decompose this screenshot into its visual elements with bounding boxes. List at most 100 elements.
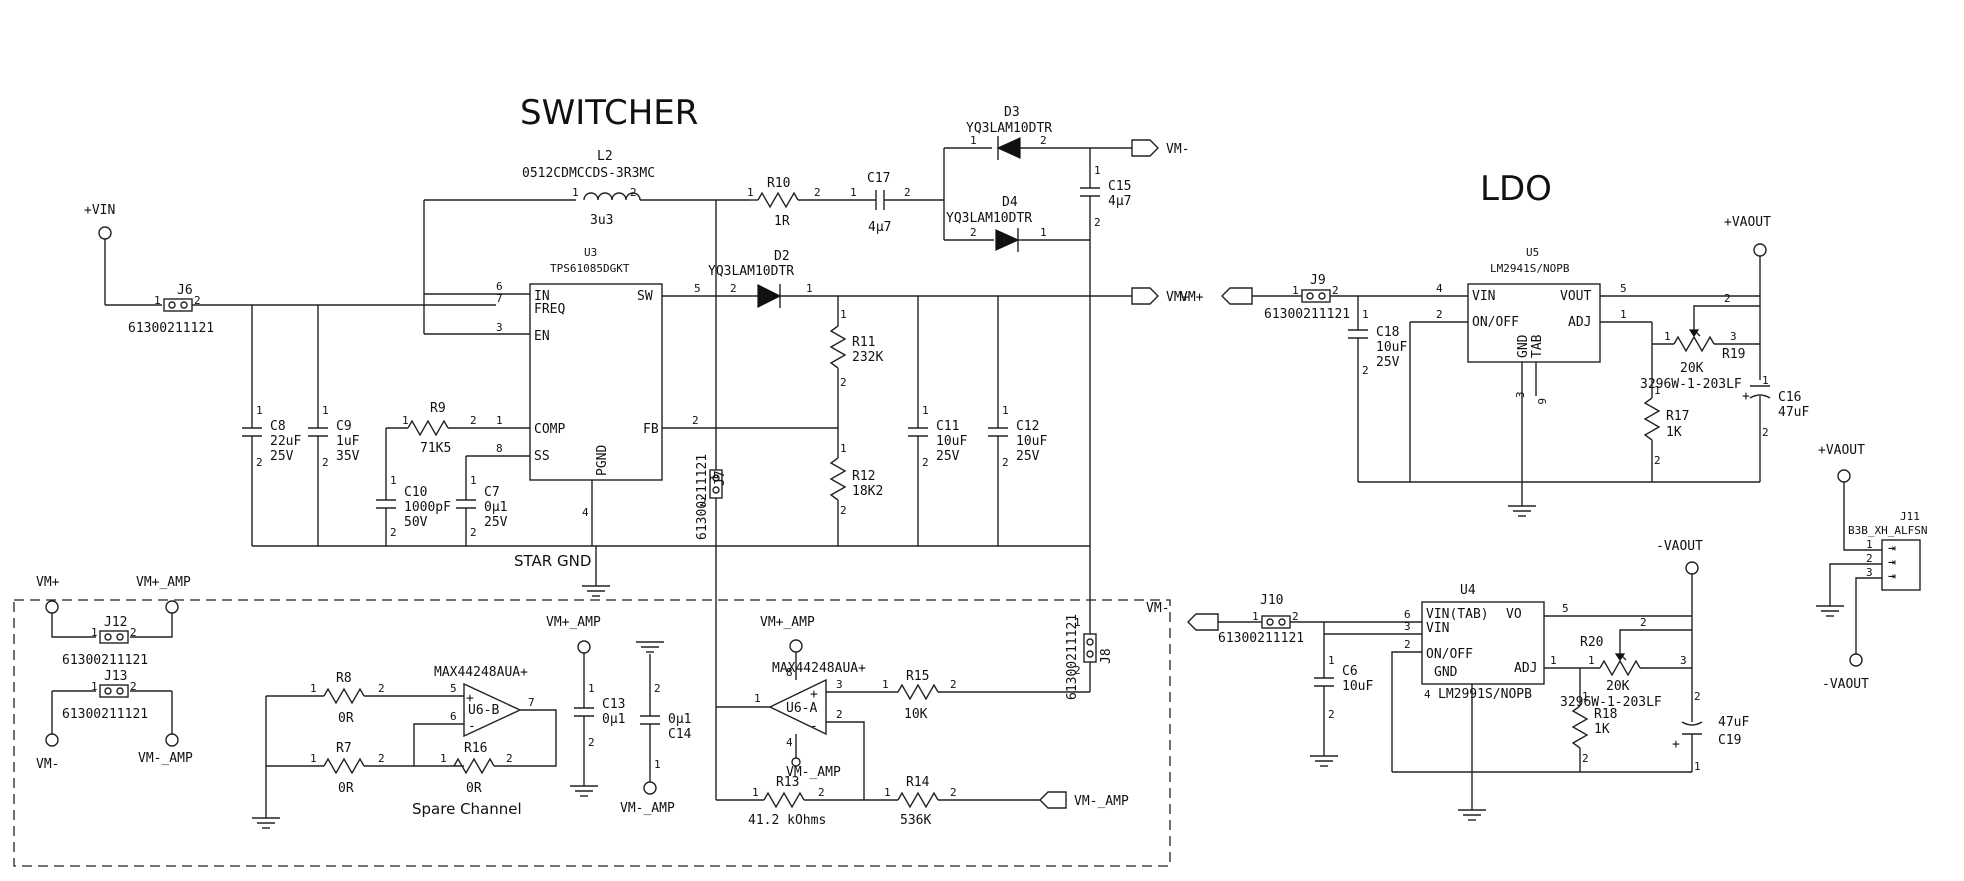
svg-text:5: 5 <box>1562 602 1569 615</box>
svg-text:2: 2 <box>818 786 825 799</box>
svg-text:3: 3 <box>1730 330 1737 343</box>
svg-text:7: 7 <box>528 696 535 709</box>
svg-text:2: 2 <box>950 678 957 691</box>
svg-text:2: 2 <box>1866 552 1873 565</box>
svg-text:2: 2 <box>1724 292 1731 305</box>
c8-voltage: 25V <box>270 449 294 464</box>
c18-voltage: 25V <box>1376 355 1400 370</box>
u4-pin-vo: VO <box>1506 607 1522 622</box>
vaout-pos-1-label: +VAOUT <box>1724 215 1771 230</box>
svg-text:1: 1 <box>922 404 929 417</box>
u4-pin-onoff: ON/OFF <box>1426 647 1473 662</box>
u5-pin-adj: ADJ <box>1568 315 1591 330</box>
svg-text:2: 2 <box>588 736 595 749</box>
capacitor-c16: + 12 C16 47uF <box>1742 374 1809 439</box>
c7-voltage: 25V <box>484 515 508 530</box>
svg-text:1: 1 <box>440 752 447 765</box>
svg-text:1: 1 <box>1620 308 1627 321</box>
c19-ref: C19 <box>1718 733 1741 748</box>
svg-text:2: 2 <box>506 752 513 765</box>
c13-value: 0µ1 <box>602 712 625 727</box>
svg-text:3: 3 <box>496 321 503 334</box>
r15-ref: R15 <box>906 669 929 684</box>
r17-value: 1K <box>1666 425 1682 440</box>
c6-value: 10uF <box>1342 679 1373 694</box>
svg-text:2: 2 <box>1040 134 1047 147</box>
svg-text:2: 2 <box>814 186 821 199</box>
ground-spare <box>252 817 280 829</box>
svg-text:+: + <box>466 691 474 706</box>
u6b-ref: U6-B <box>468 703 499 718</box>
u3-pin-en: EN <box>534 329 550 344</box>
svg-text:1: 1 <box>1762 374 1769 387</box>
svg-text:1: 1 <box>310 682 317 695</box>
svg-text:6: 6 <box>1404 608 1411 621</box>
j8-ref: J8 <box>1099 648 1114 664</box>
capacitor-c7: 12 C7 0µ1 25V <box>456 474 508 539</box>
svg-text:-: - <box>468 719 476 734</box>
u3-pin-pgnd: PGND <box>595 445 610 476</box>
svg-text:4: 4 <box>1424 688 1431 701</box>
r15-value: 10K <box>904 707 928 722</box>
svg-text:2: 2 <box>692 414 699 427</box>
svg-text:2: 2 <box>970 226 977 239</box>
svg-text:1: 1 <box>1328 654 1335 667</box>
svg-text:1: 1 <box>588 682 595 695</box>
r20-value: 20K <box>1606 679 1630 694</box>
c10-ref: C10 <box>404 485 427 500</box>
r16-ref: R16 <box>464 741 487 756</box>
svg-text:2: 2 <box>1292 610 1299 623</box>
capacitor-c12: 12 C12 10uF 25V <box>988 404 1047 469</box>
svg-text:8: 8 <box>496 442 503 455</box>
j12-ref: J12 <box>104 615 127 630</box>
svg-text:-: - <box>810 719 818 734</box>
resistor-r12: 12 R12 18K2 <box>829 442 883 517</box>
ground-c14 <box>636 641 664 653</box>
connector-j11: 123 ⇥⇥⇥ J11 B3B_XH_ALFSN <box>1848 510 1927 591</box>
j9-part: 61300211121 <box>1264 307 1350 322</box>
svg-text:1: 1 <box>256 404 263 417</box>
r19-ref: R19 <box>1722 347 1745 362</box>
svg-text:2: 2 <box>1328 708 1335 721</box>
svg-text:1: 1 <box>1074 616 1081 629</box>
r11-value: 232K <box>852 350 883 365</box>
ldo-title: LDO <box>1480 169 1552 209</box>
u4-pin-adj: ADJ <box>1514 661 1537 676</box>
svg-text:2: 2 <box>1654 454 1661 467</box>
capacitor-c15: 12 C15 4µ7 <box>1080 164 1131 229</box>
r10-value: 1R <box>774 214 790 229</box>
r19-part: 3296W-1-203LF <box>1640 377 1742 392</box>
u3-pin-in: IN <box>534 289 550 304</box>
svg-text:1: 1 <box>91 626 98 639</box>
svg-text:1: 1 <box>747 186 754 199</box>
svg-text:1: 1 <box>1040 226 1047 239</box>
svg-text:6: 6 <box>1535 398 1548 405</box>
svg-text:1: 1 <box>970 134 977 147</box>
svg-text:2: 2 <box>1332 284 1339 297</box>
ground-j11 <box>1816 605 1844 617</box>
d4-ref: D4 <box>1002 195 1018 210</box>
ground-c13 <box>570 785 598 797</box>
r14-ref: R14 <box>906 775 930 790</box>
svg-text:5: 5 <box>1620 282 1627 295</box>
svg-text:1: 1 <box>390 474 397 487</box>
amp-vm-minus-amp-label: VM-_AMP <box>138 751 193 766</box>
r18-value: 1K <box>1594 722 1610 737</box>
j9-ref: J9 <box>1310 273 1326 288</box>
c9-voltage: 35V <box>336 449 360 464</box>
u4-pin-vin: VIN <box>1426 621 1449 636</box>
u6a-vm-plus-amp-label: VM+_AMP <box>760 615 815 630</box>
resistor-r11: 12 R11 232K <box>829 308 883 389</box>
u5-pin-vout: VOUT <box>1560 289 1591 304</box>
svg-text:2: 2 <box>470 526 477 539</box>
svg-text:4: 4 <box>1436 282 1443 295</box>
svg-text:⇥: ⇥ <box>1888 569 1896 584</box>
c11-voltage: 25V <box>936 449 960 464</box>
vaout-neg-1-label: -VAOUT <box>1656 539 1703 554</box>
svg-text:2: 2 <box>700 496 707 509</box>
